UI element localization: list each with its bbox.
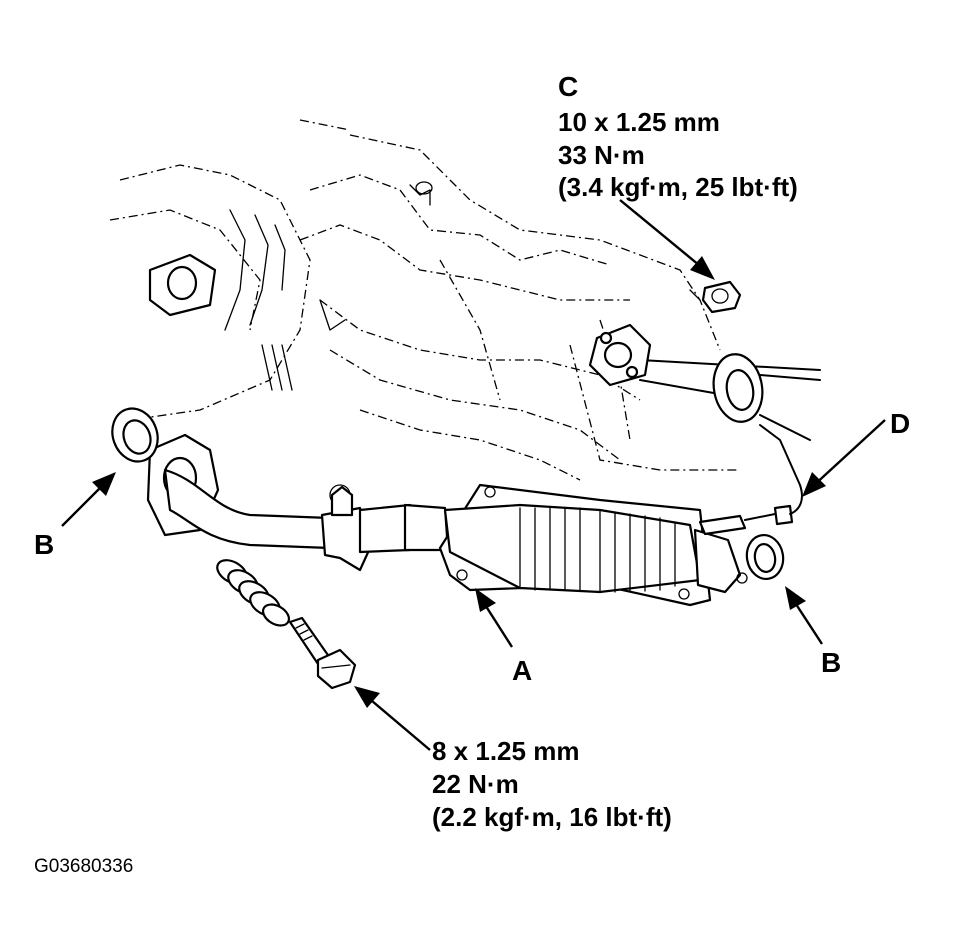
flange-bolt — [288, 616, 357, 690]
label-c: C — [558, 71, 578, 102]
callout-arrow-c — [619, 199, 715, 280]
callout-arrow-a — [475, 588, 514, 648]
label-d: D — [890, 408, 910, 439]
gasket-ring-b-left — [111, 407, 159, 463]
spring — [216, 559, 291, 627]
label-bolt-size: 8 x 1.25 mm — [432, 736, 579, 766]
label-b-right: B — [821, 647, 841, 678]
engine-block-outline — [109, 119, 740, 481]
callout-arrow-b-left — [61, 472, 116, 527]
label-b-left: B — [34, 529, 54, 560]
label-c-alt-torque: (3.4 kgf·m, 25 lbt·ft) — [558, 172, 798, 202]
rear-exhaust-pipe — [588, 289, 821, 441]
exhaust-pipe-a — [146, 433, 794, 607]
flange-nut-c — [701, 280, 742, 314]
callout-arrow-d — [802, 419, 886, 497]
engine-flange-left — [148, 253, 217, 317]
sensor-harness-d — [759, 424, 803, 515]
label-bolt-alt-torque: (2.2 kgf·m, 16 lbt·ft) — [432, 802, 672, 832]
label-a: A — [512, 655, 532, 686]
label-c-size: 10 x 1.25 mm — [558, 107, 720, 137]
label-bolt-torque: 22 N·m — [432, 769, 519, 799]
callout-arrow-bolt — [354, 686, 431, 751]
label-c-torque: 33 N·m — [558, 140, 645, 170]
figure-code: G03680336 — [34, 856, 133, 877]
callout-arrow-b-right — [785, 586, 824, 645]
gasket-ring-b-right — [745, 534, 785, 580]
